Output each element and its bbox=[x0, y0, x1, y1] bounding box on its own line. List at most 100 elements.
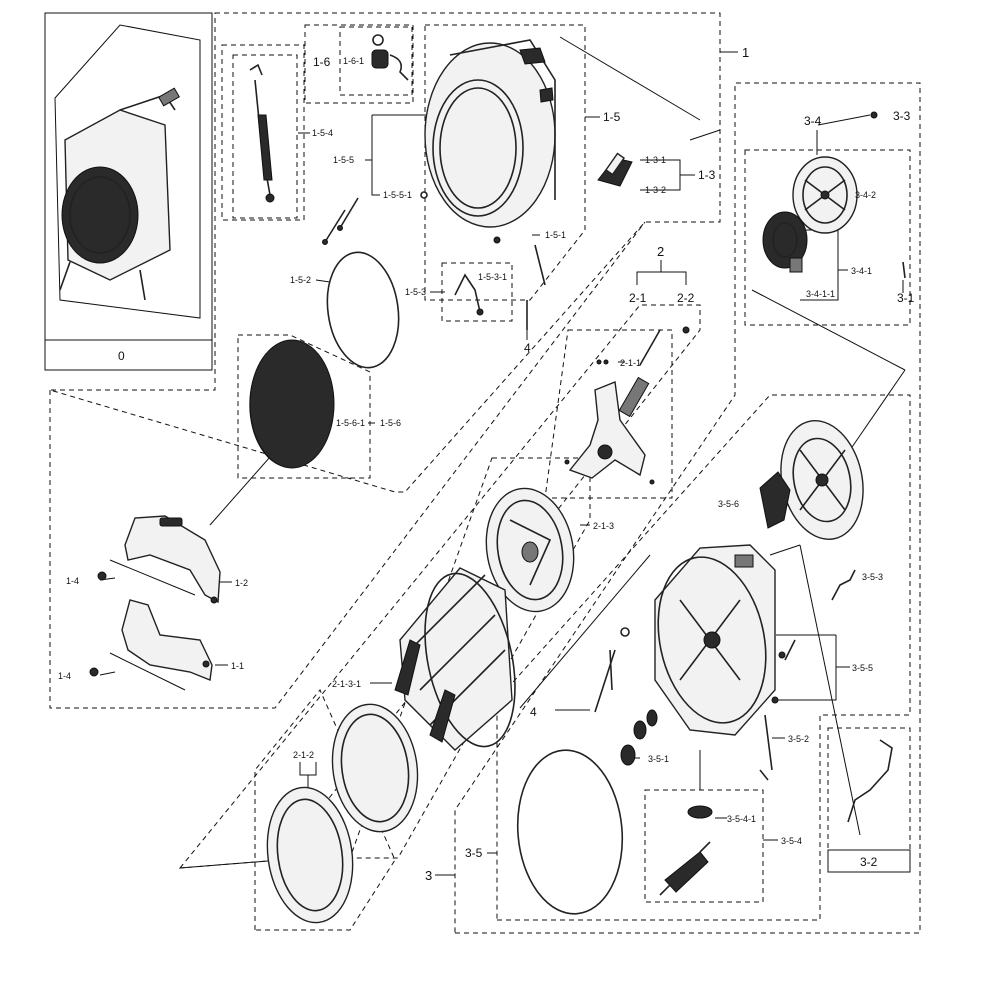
part-3-4-2 bbox=[792, 156, 858, 234]
label-1-6: 1-6 bbox=[313, 55, 331, 69]
label-3-5-4: 3-5-4 bbox=[781, 836, 802, 846]
label-3: 3 bbox=[425, 868, 432, 883]
box-2-1 bbox=[544, 329, 673, 499]
part-1-5-4 bbox=[249, 63, 275, 203]
part-3-5-1 bbox=[620, 709, 658, 766]
part-4-screw-b bbox=[594, 649, 616, 713]
part-2-1-1 bbox=[564, 329, 661, 485]
group-1-lower-outline bbox=[49, 221, 646, 709]
part-small-washer bbox=[620, 627, 630, 637]
part-3-5-4 bbox=[659, 805, 713, 896]
label-2: 2 bbox=[657, 244, 664, 259]
label-3-5: 3-5 bbox=[465, 846, 483, 860]
part-drum-front-ring bbox=[331, 703, 419, 833]
label-1-5-1: 1-5-1 bbox=[545, 230, 566, 240]
part-1-5-front-tub bbox=[424, 39, 556, 228]
part-rear-gasket bbox=[516, 749, 624, 915]
label-1-5-5: 1-5-5 bbox=[333, 155, 354, 165]
part-3-5-2 bbox=[759, 714, 773, 781]
part-3-2 bbox=[847, 739, 893, 823]
part-2-1-3-1 bbox=[394, 567, 516, 751]
part-2-2 bbox=[682, 326, 690, 334]
part-1-3 bbox=[597, 152, 633, 187]
part-3-5-5 bbox=[771, 639, 796, 704]
label-1-5-4: 1-5-4 bbox=[312, 128, 333, 138]
part-3-5-rear-tub bbox=[654, 544, 776, 736]
label-1-3-2: 1-3-2 bbox=[645, 185, 666, 195]
label-1-6-1: 1-6-1 bbox=[343, 56, 364, 66]
part-3-1 bbox=[902, 261, 906, 279]
box-1-5 bbox=[424, 24, 586, 301]
label-3-4-1-1: 3-4-1-1 bbox=[806, 289, 835, 299]
label-1-5-3: 1-5-3 bbox=[405, 287, 426, 297]
box-3-4 bbox=[744, 149, 911, 326]
label-3-4-2: 3-4-2 bbox=[855, 190, 876, 200]
label-2-1-3: 2-1-3 bbox=[593, 521, 614, 531]
part-1-1 bbox=[121, 599, 213, 681]
label-1-5: 1-5 bbox=[603, 110, 621, 124]
label-2-1: 2-1 bbox=[629, 291, 647, 305]
label-1-5-6: 1-5-6 bbox=[380, 418, 401, 428]
label-2-2: 2-2 bbox=[677, 291, 695, 305]
label-3-5-6: 3-5-6 bbox=[718, 499, 739, 509]
label-4-a: 4 bbox=[524, 341, 531, 355]
label-3-5-1: 3-5-1 bbox=[648, 754, 669, 764]
label-3-3: 3-3 bbox=[893, 109, 911, 123]
label-1-2: 1-2 bbox=[235, 578, 248, 588]
part-3-5-3 bbox=[831, 569, 856, 601]
label-4-b: 4 bbox=[530, 705, 537, 719]
label-2-1-2: 2-1-2 bbox=[293, 750, 314, 760]
label-1: 1 bbox=[742, 45, 749, 60]
label-1-5-3-1: 1-5-3-1 bbox=[478, 272, 507, 282]
part-1-5-6 bbox=[249, 339, 335, 469]
label-3-1: 3-1 bbox=[897, 291, 915, 305]
label-1-4-b: 1-4 bbox=[58, 671, 71, 681]
part-3-5-6 bbox=[759, 471, 791, 529]
part-1-4-b bbox=[89, 667, 99, 677]
box-1-6 bbox=[304, 24, 414, 104]
part-1-5-5 bbox=[322, 191, 428, 245]
part-1-5-1 bbox=[493, 236, 546, 286]
label-3-5-4-1: 3-5-4-1 bbox=[727, 814, 756, 824]
part-1-4-a bbox=[97, 571, 107, 581]
box-1-6-1 bbox=[339, 26, 413, 96]
part-shaft-pin bbox=[609, 649, 613, 691]
label-1-5-2: 1-5-2 bbox=[290, 275, 311, 285]
box-0 bbox=[44, 12, 213, 371]
part-1-5-2 bbox=[326, 251, 400, 369]
part-1-5-3 bbox=[454, 273, 484, 316]
label-3-4: 3-4 bbox=[804, 114, 822, 128]
box-3-5 bbox=[496, 394, 911, 921]
part-rotor bbox=[780, 420, 864, 540]
box-3-5-4 bbox=[644, 789, 764, 903]
part-1-2 bbox=[124, 515, 221, 604]
label-3-4-1: 3-4-1 bbox=[851, 266, 872, 276]
full-tub-assembly bbox=[54, 24, 201, 319]
box-3-2 bbox=[827, 727, 911, 851]
part-2-1-2 bbox=[266, 786, 354, 924]
part-labels: 0 1 1-6 1-6-1 1-5-4 1-5 1-5-5 1-5-5-1 1-… bbox=[58, 45, 915, 883]
part-2-1-3 bbox=[485, 487, 575, 613]
box-1-5-6 bbox=[237, 334, 371, 479]
label-1-3: 1-3 bbox=[698, 168, 716, 182]
label-2-1-1: 2-1-1 bbox=[620, 358, 641, 368]
box-1-5-4-inner bbox=[232, 54, 298, 219]
part-3-4-1 bbox=[762, 211, 808, 273]
part-illustrations bbox=[54, 24, 906, 924]
label-1-5-5-1: 1-5-5-1 bbox=[383, 190, 412, 200]
box-1-5-4 bbox=[221, 44, 305, 221]
box-3-2-label bbox=[827, 849, 911, 873]
label-1-3-1: 1-3-1 bbox=[645, 155, 666, 165]
label-2-1-3-1: 2-1-3-1 bbox=[332, 679, 361, 689]
label-0: 0 bbox=[118, 349, 125, 363]
label-1-5-6-1: 1-5-6-1 bbox=[336, 418, 365, 428]
label-3-5-2: 3-5-2 bbox=[788, 734, 809, 744]
label-3-5-3: 3-5-3 bbox=[862, 572, 883, 582]
part-1-6-1 bbox=[371, 34, 409, 81]
part-3-3 bbox=[870, 111, 878, 119]
group-1-outline bbox=[49, 12, 721, 493]
label-3-2: 3-2 bbox=[860, 855, 878, 869]
label-3-5-5: 3-5-5 bbox=[852, 663, 873, 673]
label-1-1: 1-1 bbox=[231, 661, 244, 671]
